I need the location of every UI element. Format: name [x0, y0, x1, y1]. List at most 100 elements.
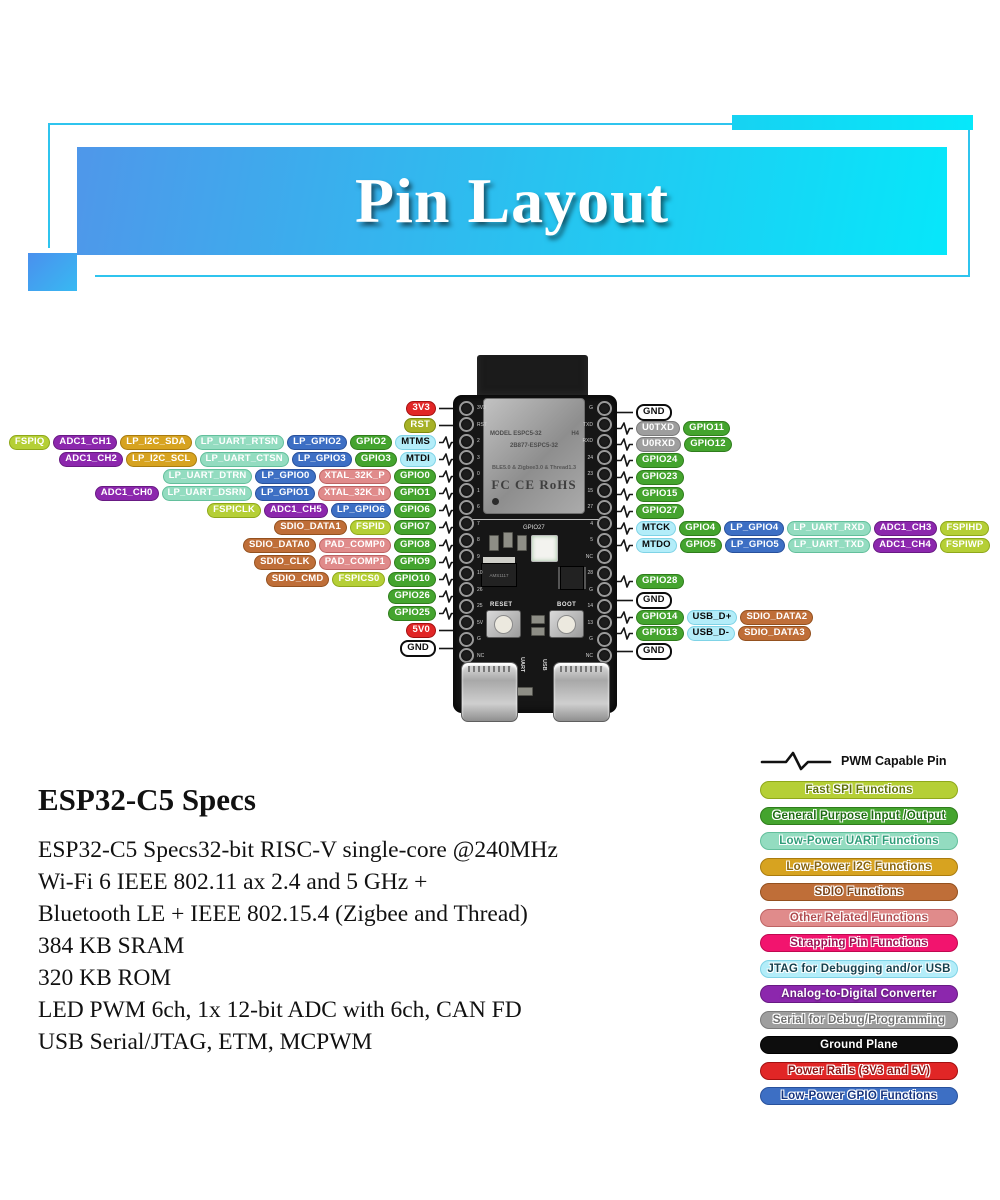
pin-label-gpio26: GPIO26 [388, 589, 436, 604]
pin-number-silkscreen: NC [585, 652, 593, 659]
pin-label-adc1-ch4: ADC1_CH4 [873, 538, 937, 553]
usb-c-uart-connector [461, 662, 518, 722]
usb-c-usb-connector [553, 662, 610, 722]
pin-number-silkscreen: 5V [477, 619, 484, 626]
spec-line: Bluetooth LE + IEEE 802.15.4 (Zigbee and… [38, 901, 528, 927]
pin-row: GPIO27 [617, 504, 684, 519]
pwm-squiggle-connector [617, 505, 633, 518]
pin-number-silkscreen: 1 [477, 487, 480, 494]
pin-label-mtms: MTMS [395, 435, 436, 450]
pin-label-mtdo: MTDO [636, 538, 677, 553]
pin-label-usb-d-: USB_D- [686, 626, 736, 641]
reset-button-label: RESET [490, 602, 513, 608]
pwm-squiggle-connector [617, 627, 633, 640]
pin-label-gpio28: GPIO28 [636, 574, 684, 589]
pin-label-sdio-data2: SDIO_DATA2 [740, 610, 814, 625]
line-connector [617, 406, 633, 419]
pin-number-silkscreen: G [589, 405, 593, 411]
pin-label-lp-gpio5: LP_GPIO5 [724, 538, 785, 553]
pin-label-pad-comp0: PAD_COMP0 [318, 538, 391, 553]
pin-hole [596, 433, 612, 449]
pwm-squiggle-connector [617, 611, 633, 624]
pwm-squiggle-connector [439, 573, 455, 586]
pin-number-silkscreen: 25 [477, 603, 483, 609]
pin-number-silkscreen: 6 [477, 504, 480, 510]
pin-hole [596, 400, 612, 416]
pin-number-silkscreen: G [589, 586, 593, 593]
cert-mark-ce: CE [515, 477, 540, 492]
pin-label-fspihd: FSPIHD [940, 521, 989, 536]
rgb-led [531, 535, 558, 562]
pin-hole [458, 631, 474, 647]
pin-hole [596, 615, 612, 630]
pin-hole [458, 466, 474, 482]
specs-heading: ESP32-C5 Specs [38, 782, 256, 817]
pin-label-sdio-clk: SDIO_CLK [254, 555, 316, 570]
pin1-marker [492, 498, 499, 505]
pin-label-gpio11: GPIO11 [683, 421, 731, 436]
spec-line: USB Serial/JTAG, ETM, MCPWM [38, 1029, 373, 1055]
pin-label-lp-uart-rxd: LP_UART_RXD [787, 521, 871, 536]
pin-number-silkscreen: 4 [590, 520, 593, 527]
pin-label-gpio27: GPIO27 [636, 504, 684, 519]
pwm-squiggle-connector [439, 487, 455, 500]
pin-label-sdio-data1: SDIO_DATA1 [274, 520, 347, 535]
pin-number-silkscreen: 0 [477, 471, 480, 477]
legend-item-fast-spi-functions: Fast SPI Functions [760, 781, 958, 799]
pin-label-lp-i2c-scl: LP_I2C_SCL [126, 452, 197, 467]
soic-chip [560, 566, 584, 590]
pwm-squiggle-connector [439, 453, 455, 466]
legend-item-other-related-functions: Other Related Functions [760, 908, 958, 927]
pin-hole [596, 565, 612, 581]
pin-hole [458, 499, 474, 515]
pin-number-silkscreen: RXD [582, 438, 593, 444]
pin-hole [596, 466, 612, 482]
pin-hole [596, 450, 612, 465]
pwm-squiggle-connector [617, 575, 633, 588]
capacitor [503, 532, 513, 548]
pin-hole [596, 483, 612, 498]
legend-item-jtag-for-debugging-and-or-usb: JTAG for Debugging and/or USB [760, 959, 958, 978]
pin-label-lp-gpio0: LP_GPIO0 [255, 469, 316, 484]
pin-hole [596, 417, 612, 432]
pwm-squiggle-connector [439, 436, 455, 449]
pwm-squiggle-connector [439, 556, 455, 569]
pin-number-silkscreen: 27 [587, 504, 593, 510]
pin-label-lp-uart-ctsn: LP_UART_CTSN [199, 452, 289, 467]
legend-pwm-label: PWM Capable Pin [841, 754, 947, 768]
pwm-squiggle-connector [617, 539, 633, 552]
specs-section: ESP32-C5 Specs ESP32-C5 Specs32-bit RISC… [38, 782, 698, 1058]
pin-hole [458, 532, 474, 548]
pin-label-adc1-ch0: ADC1_CH0 [94, 486, 159, 501]
rf-shield: MODEL ESPC5-32 H4 2B877-ESPC5-32 BLE5.0 … [483, 398, 585, 514]
pin-label-gnd: GND [636, 404, 672, 421]
capacitor [517, 535, 527, 551]
pin-label-3v3: 3V3 [406, 401, 436, 416]
pin-label-u0txd: U0TXD [636, 421, 681, 436]
pcb-antenna [477, 355, 588, 401]
pin-number-silkscreen: RST [477, 421, 487, 428]
line-connector [439, 642, 455, 655]
resistor [531, 627, 545, 636]
pin-label-fspiclk: FSPICLK [207, 503, 262, 518]
pin-label-gnd: GND [636, 592, 672, 609]
pin-label-adc1-ch3: ADC1_CH3 [873, 521, 938, 536]
pin-label-gpio14: GPIO14 [636, 610, 684, 625]
pin-number-silkscreen: 8 [477, 537, 480, 543]
resistor [531, 615, 545, 624]
pin-label-mtck: MTCK [636, 521, 677, 536]
pin-row: GPIO25 [388, 606, 455, 621]
pin-row: GND [400, 640, 455, 657]
voltage-regulator-chip: AMS1117 [481, 563, 517, 587]
pin-number-silkscreen: 10 [477, 570, 483, 576]
pin-row: GPIO28 [617, 574, 684, 589]
